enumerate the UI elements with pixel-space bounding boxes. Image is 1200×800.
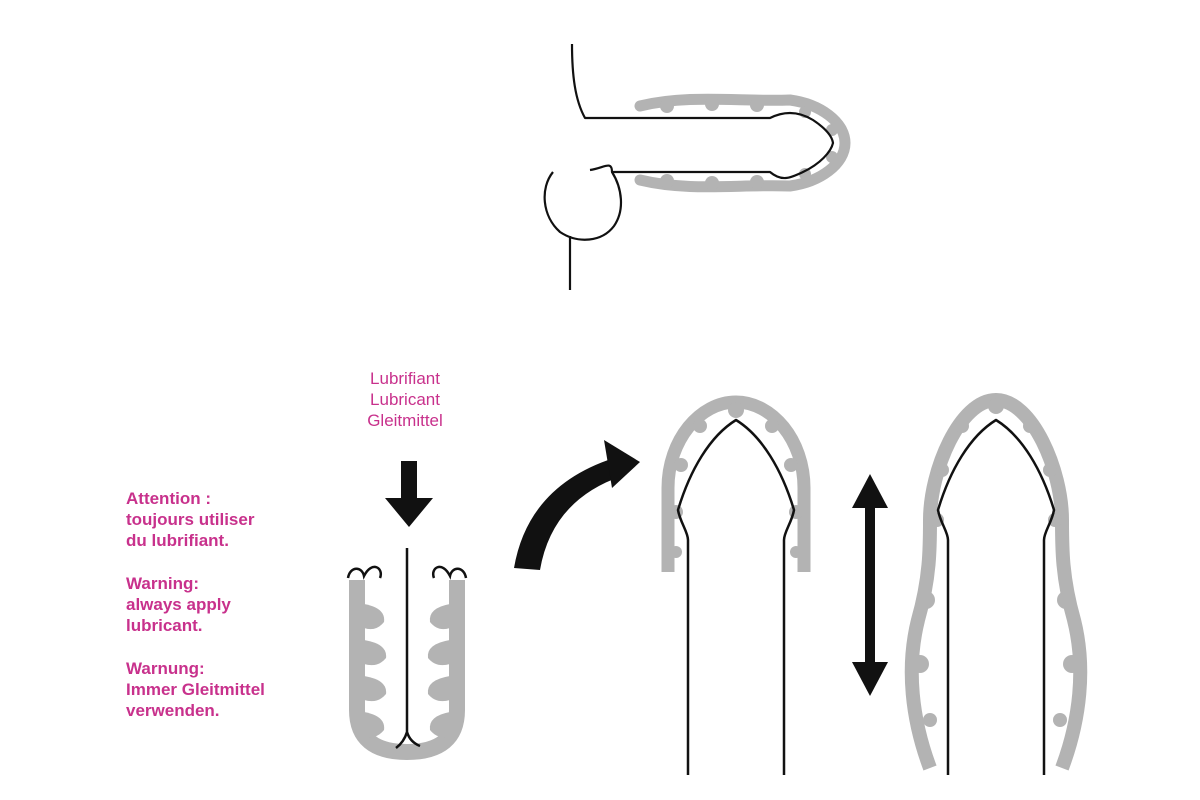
sleeve-cross-section — [346, 548, 468, 760]
side-view-illustration — [543, 43, 851, 290]
side-view-sleeve — [634, 93, 851, 193]
double-arrow-icon — [852, 474, 888, 696]
down-arrow-icon — [385, 461, 433, 527]
warning-fr-line: Attention : — [126, 489, 211, 508]
warning-en-line: always apply — [126, 595, 231, 614]
lubricant-label-fr: Lubrifiant — [370, 369, 440, 388]
fully-inserted-view-sleeve — [904, 393, 1088, 771]
warning-fr: Attention : toujours utiliser du lubrifi… — [126, 488, 326, 551]
inserted-view-illustration — [661, 395, 811, 775]
warning-de: Warnung: Immer Gleitmittel verwenden. — [126, 658, 326, 721]
warning-de-line: verwenden. — [126, 701, 220, 720]
inserted-view-sleeve-nubs — [669, 402, 803, 558]
fully-inserted-view-outline — [936, 418, 1056, 775]
sleeve-cross-section-lips — [346, 565, 468, 580]
warning-de-line: Immer Gleitmittel — [126, 680, 265, 699]
warning-notes: Attention : toujours utiliser du lubrifi… — [126, 488, 326, 743]
sleeve-cross-section-ribs — [364, 604, 450, 738]
warning-de-line: Warnung: — [126, 659, 205, 678]
lubricant-label: Lubrifiant Lubricant Gleitmittel — [330, 368, 480, 431]
side-view-sleeve-nubs — [660, 97, 838, 190]
fully-inserted-view-sleeve-nubs — [911, 398, 1081, 727]
inserted-view-outline — [676, 418, 796, 775]
warning-fr-line: toujours utiliser — [126, 510, 255, 529]
side-view-outline — [570, 43, 835, 180]
sleeve-cross-section-body — [349, 580, 465, 760]
warning-en-line: Warning: — [126, 574, 200, 593]
warning-en: Warning: always apply lubricant. — [126, 573, 326, 636]
fully-inserted-view-illustration — [904, 393, 1088, 775]
lubricant-label-de: Gleitmittel — [367, 411, 443, 430]
warning-en-line: lubricant. — [126, 616, 203, 635]
warning-fr-line: du lubrifiant. — [126, 531, 229, 550]
curved-arrow-icon — [514, 440, 640, 570]
sleeve-cross-section-channel — [395, 548, 421, 749]
lubricant-label-en: Lubricant — [370, 390, 440, 409]
side-view-lower-outline — [543, 171, 622, 290]
